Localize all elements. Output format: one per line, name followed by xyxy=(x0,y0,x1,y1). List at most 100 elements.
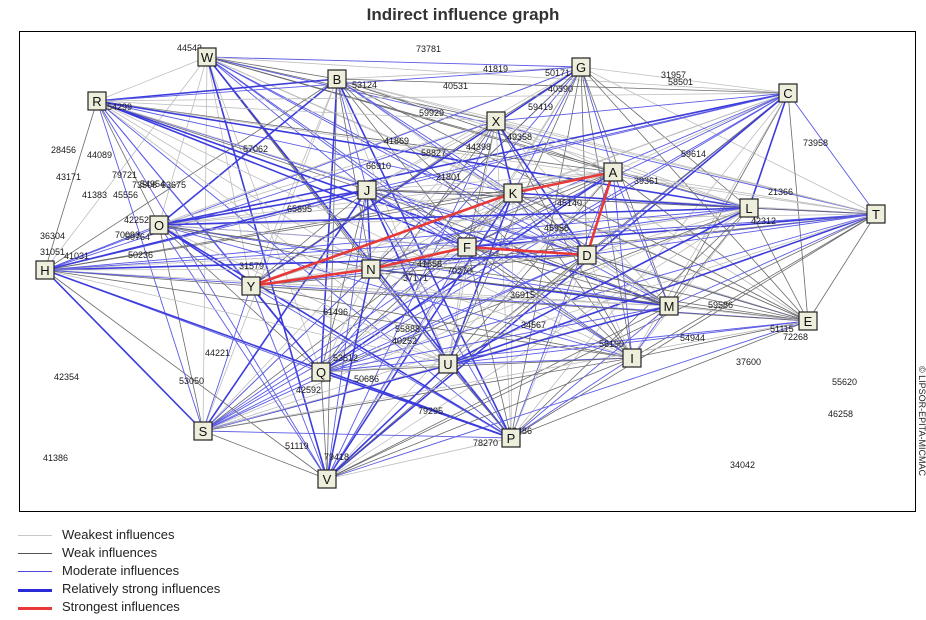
influence-edge xyxy=(580,66,614,173)
node-label: K xyxy=(509,186,518,201)
influence-value-label: 50686 xyxy=(354,374,379,384)
influence-edge xyxy=(510,320,809,439)
influence-value-label: 57062 xyxy=(243,144,268,154)
influence-edge xyxy=(370,268,633,359)
legend-label-moderate: Moderate influences xyxy=(62,563,180,578)
influence-edge xyxy=(580,66,670,307)
influence-edge xyxy=(586,207,750,256)
influence-edge xyxy=(336,66,582,80)
influence-edge xyxy=(96,100,670,307)
node-box xyxy=(438,354,458,374)
node-box xyxy=(241,276,261,296)
influence-value-label: 70093 xyxy=(115,230,140,240)
influence-value-label: 42592 xyxy=(296,385,321,395)
node-u: U xyxy=(438,354,458,374)
influence-edge xyxy=(326,363,449,480)
influence-edge xyxy=(158,171,614,226)
influence-edge xyxy=(510,213,877,439)
node-h: H xyxy=(35,260,55,280)
influence-edge xyxy=(748,92,789,209)
influence-edge xyxy=(586,213,877,256)
node-box xyxy=(659,296,679,316)
influence-value-label: 53050 xyxy=(179,376,204,386)
influence-edge xyxy=(326,357,633,480)
influence-edge xyxy=(336,78,750,209)
node-label: A xyxy=(609,165,618,180)
influence-value-label: 31579 xyxy=(239,261,264,271)
influence-value-label: 45140 xyxy=(557,198,582,208)
influence-edge xyxy=(466,246,512,439)
influence-edge xyxy=(326,189,368,480)
influence-value-label: 28456 xyxy=(51,145,76,155)
influence-edge xyxy=(202,192,514,432)
influence-edge xyxy=(370,213,877,270)
influence-edge xyxy=(366,189,512,439)
influence-edge xyxy=(466,120,497,248)
influence-value-label: 42354 xyxy=(54,372,79,382)
node-v: V xyxy=(317,469,337,489)
influence-edge xyxy=(44,189,368,271)
influence-edge xyxy=(202,92,789,432)
node-label: T xyxy=(872,207,880,222)
influence-edge xyxy=(250,285,512,439)
node-x: X xyxy=(486,111,506,131)
influence-edge xyxy=(612,171,809,322)
influence-edge xyxy=(202,268,372,432)
node-label: P xyxy=(507,431,516,446)
influence-value-label: 79418 xyxy=(324,452,349,462)
influence-edge xyxy=(158,224,204,432)
influence-edge xyxy=(44,100,98,271)
influence-edge xyxy=(250,285,449,365)
influence-value-label: 34042 xyxy=(730,460,755,470)
influence-edge xyxy=(96,100,877,215)
influence-value-label: 37600 xyxy=(736,357,761,367)
node-label: N xyxy=(366,262,375,277)
copyright-text: © LIPSOR-EPITA-MICMAC xyxy=(917,366,926,476)
influence-value-label: 50171 xyxy=(545,68,570,78)
influence-edge xyxy=(447,363,512,439)
node-box xyxy=(503,183,523,203)
node-box xyxy=(457,237,477,257)
node-label: C xyxy=(783,86,792,101)
node-p: P xyxy=(501,428,521,448)
legend-swatch-relatively-strong xyxy=(18,589,52,592)
influence-edge xyxy=(366,189,468,248)
edge-layer xyxy=(44,56,877,480)
influence-edge xyxy=(612,92,789,173)
node-box xyxy=(193,421,213,441)
node-m: M xyxy=(659,296,679,316)
influence-edge xyxy=(202,371,322,432)
node-d: D xyxy=(577,245,597,265)
node-i: I xyxy=(622,348,642,368)
influence-edge xyxy=(202,285,252,432)
influence-edge xyxy=(44,268,372,271)
node-o: O xyxy=(149,215,169,235)
influence-edge xyxy=(250,213,877,287)
strongest-influence-edge xyxy=(466,245,588,257)
influence-edge xyxy=(336,78,633,359)
influence-value-label: 58501 xyxy=(668,77,693,87)
influence-edge xyxy=(206,56,582,68)
influence-value-label: 55888 xyxy=(395,324,420,334)
node-box xyxy=(577,245,597,265)
node-box xyxy=(603,162,623,182)
influence-edge xyxy=(466,207,750,248)
influence-edge xyxy=(512,192,809,322)
influence-value-label: 73506 xyxy=(132,180,157,190)
strongest-influence-edge xyxy=(512,170,614,195)
influence-edge xyxy=(366,92,789,191)
node-r: R xyxy=(87,91,107,111)
node-label: G xyxy=(576,60,586,75)
node-box xyxy=(149,215,169,235)
influence-edge xyxy=(495,92,789,122)
influence-edge xyxy=(44,120,497,271)
node-box xyxy=(622,348,642,368)
influence-edge xyxy=(206,56,338,80)
influence-value-label: 53124 xyxy=(352,80,377,90)
influence-value-label: 45956 xyxy=(544,223,569,233)
influence-value-label: 59586 xyxy=(708,300,733,310)
influence-edge xyxy=(447,254,588,365)
influence-edge xyxy=(250,66,582,287)
influence-edge xyxy=(96,78,338,102)
